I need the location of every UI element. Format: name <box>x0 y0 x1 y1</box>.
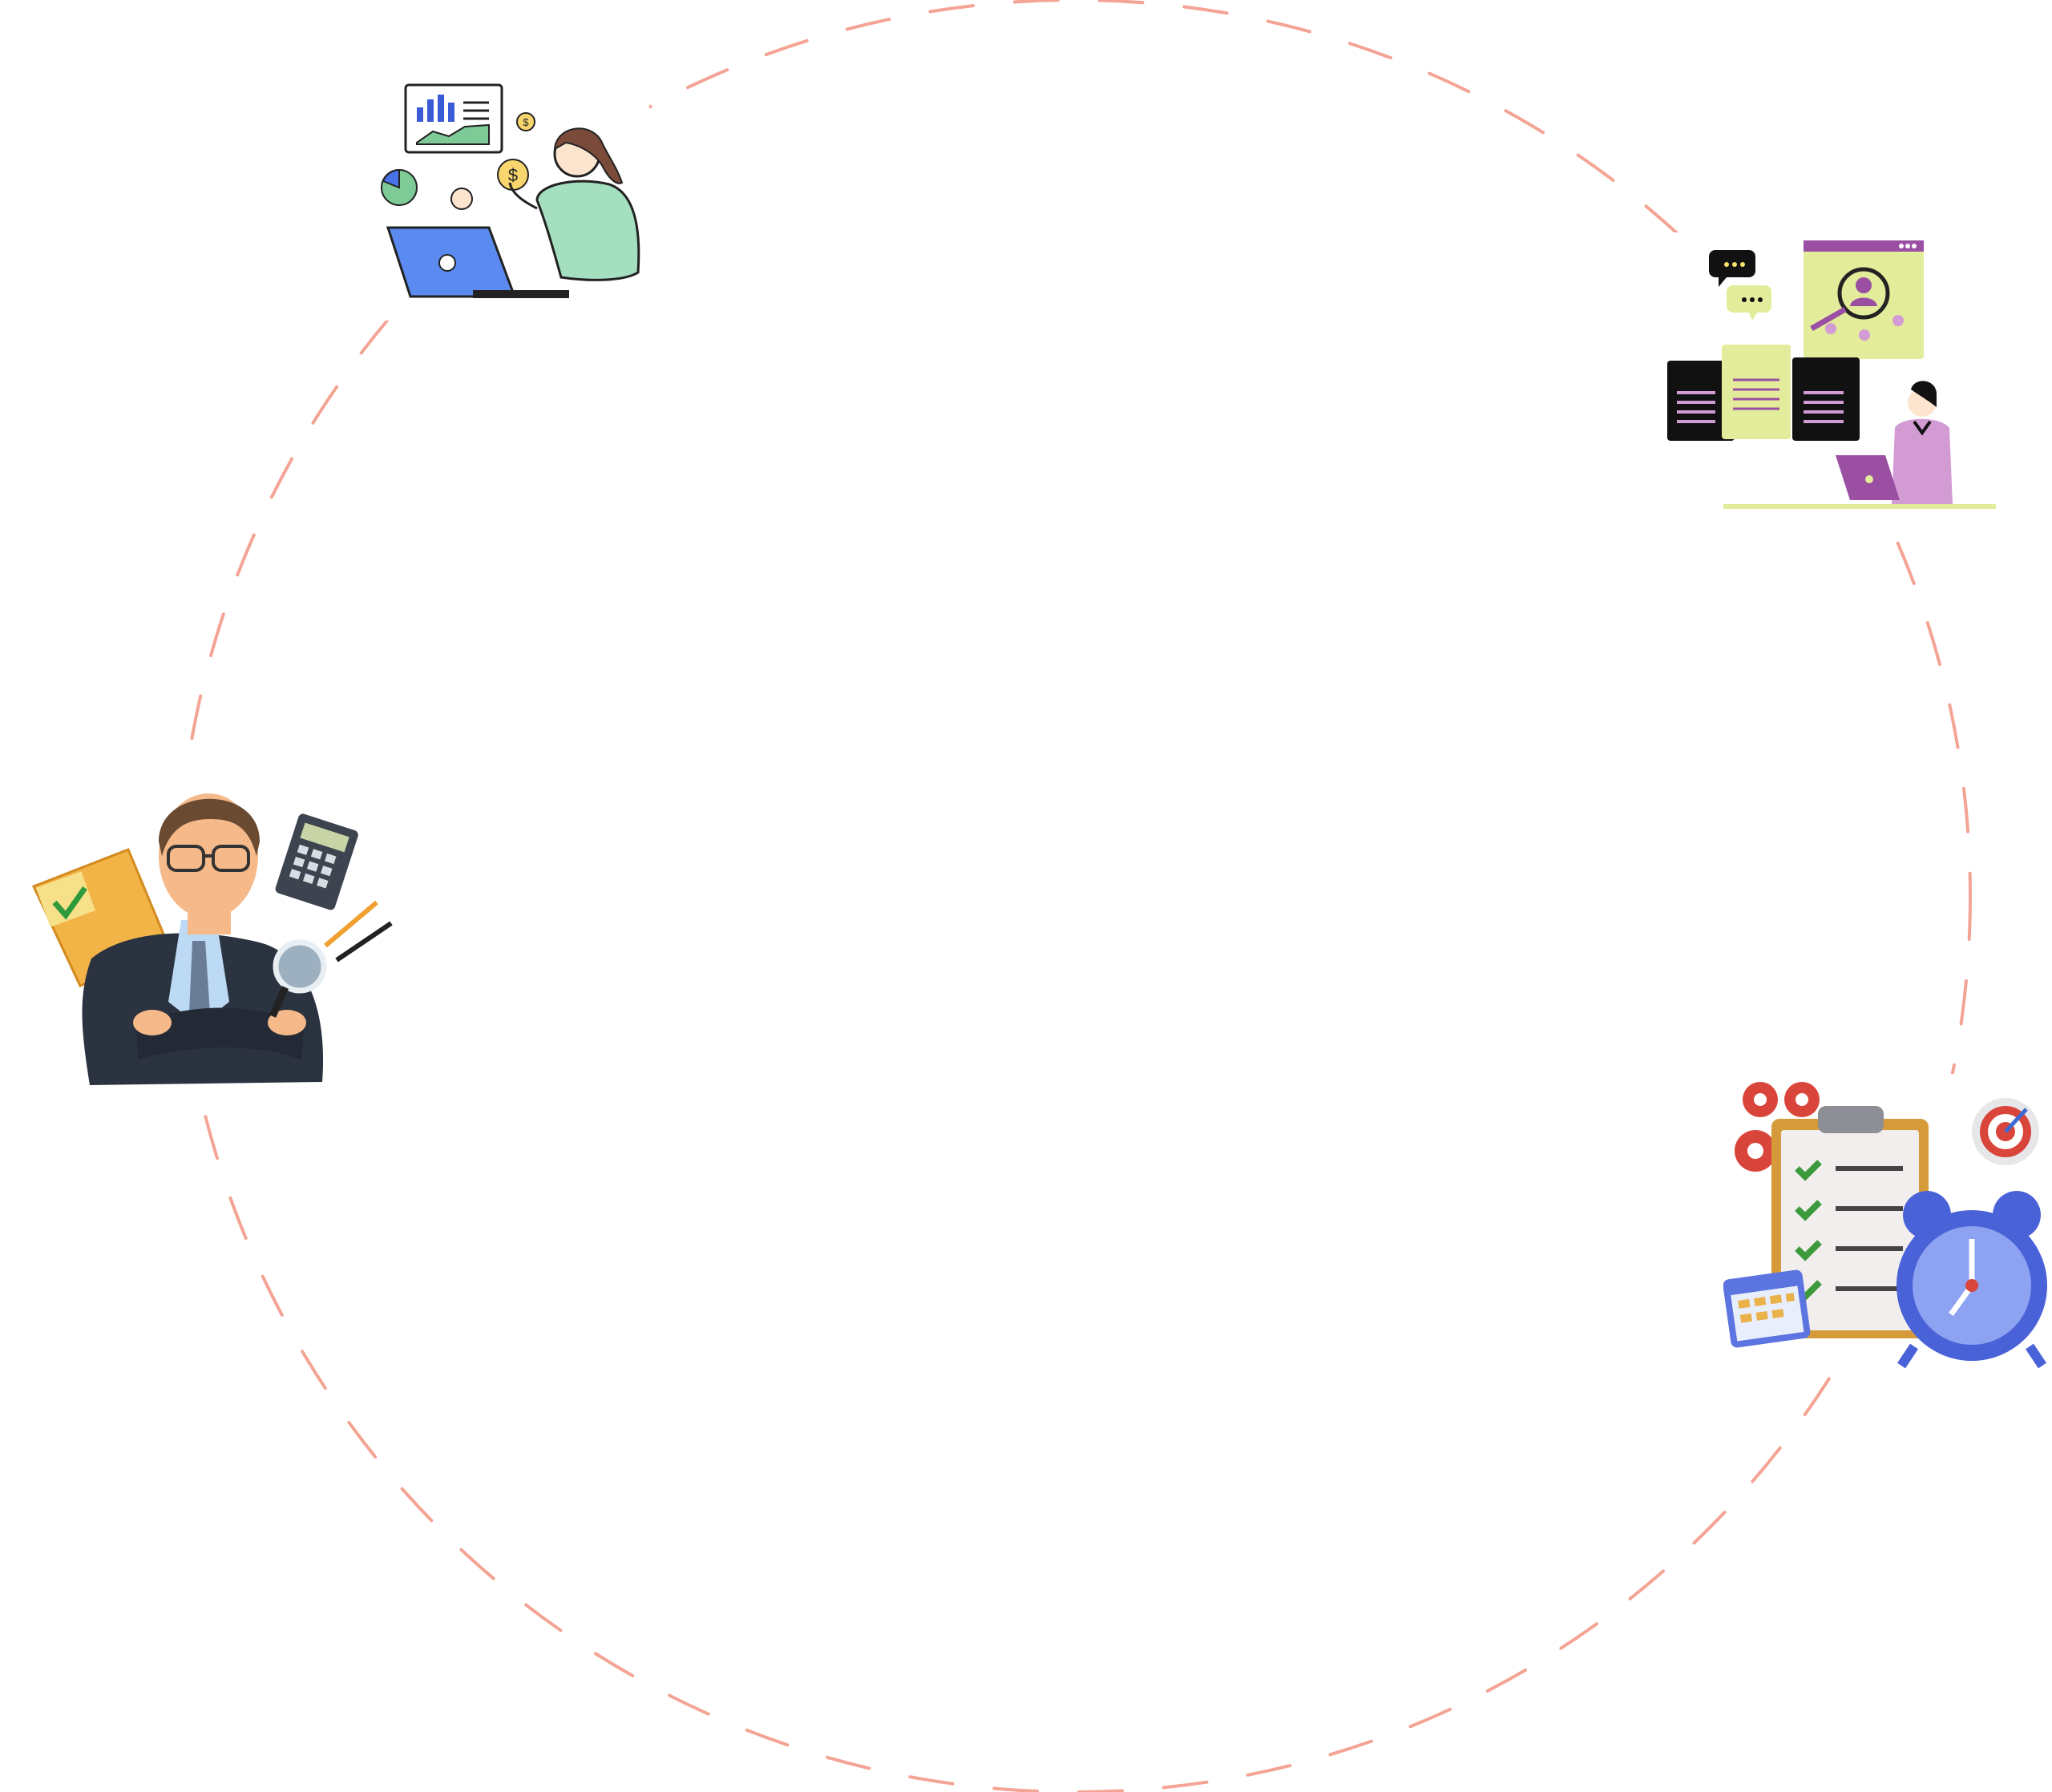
checklist-clock-icon <box>1723 1074 2052 1370</box>
svg-text:$: $ <box>523 116 529 128</box>
analytics-laptop-woman-icon: $ $ <box>377 80 649 321</box>
svg-text:$: $ <box>508 165 518 185</box>
candidate-search-icon <box>1659 232 1996 521</box>
accountant-auditor-icon <box>32 761 401 1090</box>
